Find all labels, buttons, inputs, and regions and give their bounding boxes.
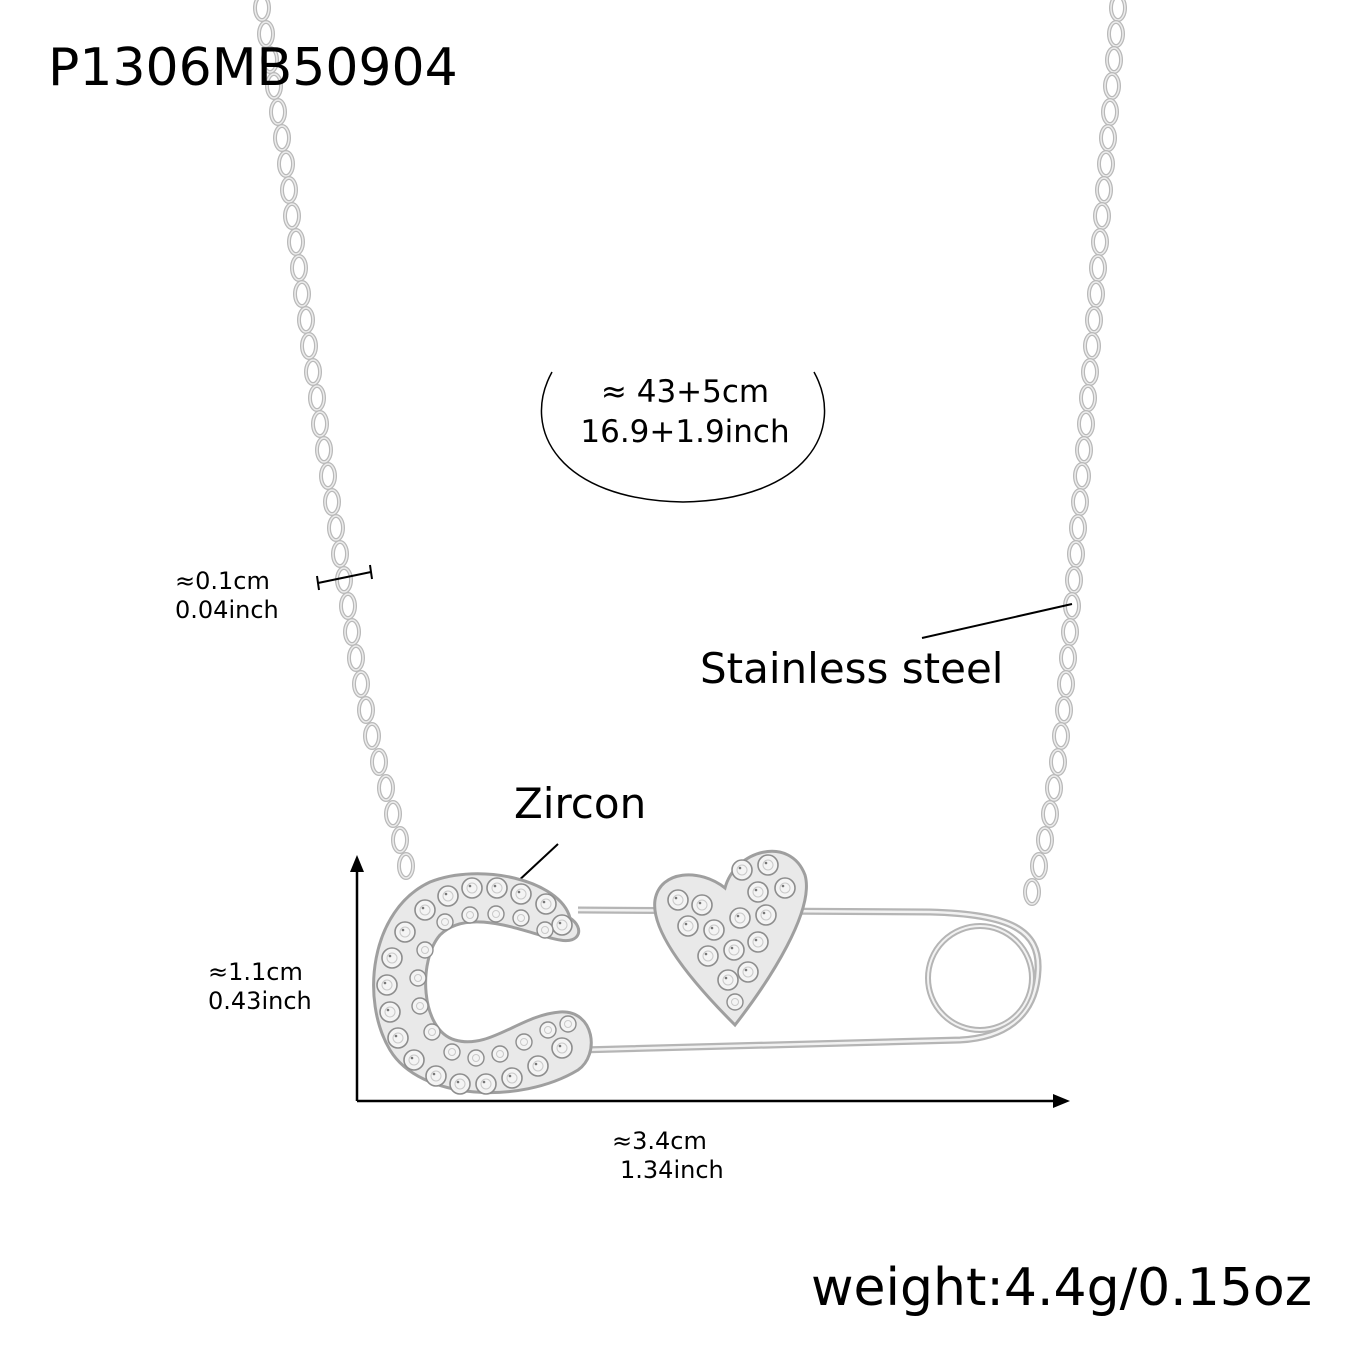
chain-length-label: ≈ 43+5cm 16.9+1.9inch (540, 372, 830, 452)
material-leader-line (921, 603, 1073, 639)
pendant-height-cm: ≈1.1cm (208, 958, 303, 986)
link-width-marker (316, 564, 373, 591)
pendant-height-inch: 0.43inch (208, 987, 312, 1015)
right-chain (1023, 0, 1127, 906)
pendant-height-label: ≈1.1cm 0.43inch (208, 958, 312, 1016)
pendant-width-inch: 1.34inch (620, 1156, 724, 1184)
weight-label: weight:4.4g/0.15oz (811, 1258, 1312, 1318)
chain-length-cm: ≈ 43+5cm (600, 374, 770, 410)
material-label: Stainless steel (700, 644, 1004, 693)
chain-length-inch: 16.9+1.9inch (580, 414, 790, 450)
chain-length-oval (540, 371, 826, 503)
left-chain (253, 0, 415, 880)
link-width-label: ≈0.1cm 0.04inch (175, 567, 279, 625)
pendant-width-label: ≈3.4cm 1.34inch (612, 1127, 724, 1185)
stone-label: Zircon (514, 779, 647, 828)
width-dimension-arrow (357, 1094, 1070, 1108)
safety-pin-pendant (372, 849, 1042, 1095)
link-width-inch: 0.04inch (175, 596, 279, 624)
link-width-cm: ≈0.1cm (175, 567, 270, 595)
height-dimension-arrow (350, 855, 364, 1101)
pendant-width-cm: ≈3.4cm (612, 1127, 707, 1155)
product-sku: P1306MB50904 (48, 38, 458, 98)
